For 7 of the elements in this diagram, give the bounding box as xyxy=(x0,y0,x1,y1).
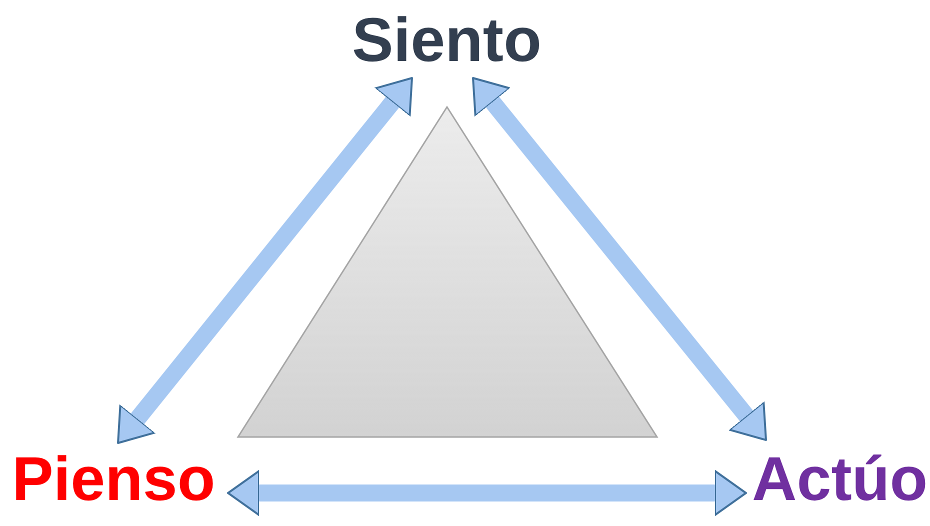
node-label: Pienso xyxy=(12,447,216,513)
double-arrow xyxy=(227,470,747,516)
double-arrow xyxy=(117,77,413,444)
node-label: Actúo xyxy=(752,447,928,513)
node-label: Siento xyxy=(352,8,542,74)
double-arrow xyxy=(472,77,767,441)
triangle xyxy=(236,106,658,438)
